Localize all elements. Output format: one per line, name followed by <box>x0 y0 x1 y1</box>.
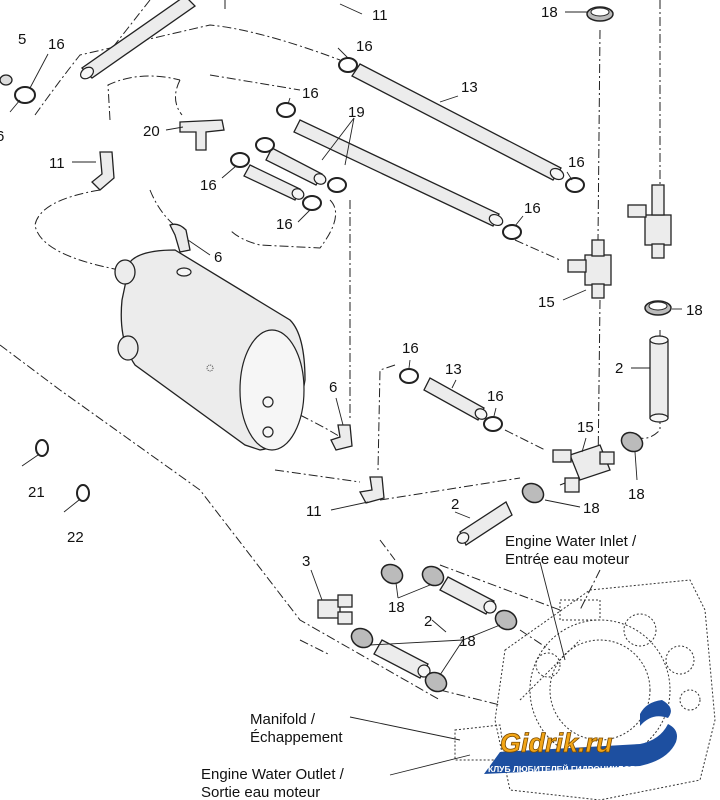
label-11-bottom: 11 <box>306 503 322 520</box>
label-18-right: 18 <box>686 302 703 319</box>
caption-manifold-fr: Échappement <box>250 729 343 746</box>
hose-2-right <box>649 335 669 423</box>
clamp-18-low-c <box>350 627 374 649</box>
clamp-16-e <box>565 177 585 193</box>
water-tank <box>114 223 306 451</box>
caption-engine-outlet-fr: Sortie eau moteur <box>201 784 320 800</box>
t-fitting-right <box>627 184 672 259</box>
elbow-11-left <box>91 151 115 191</box>
label-16-left: 16 <box>48 36 65 53</box>
clamp-18-low-b <box>421 565 445 587</box>
hoses <box>79 0 669 679</box>
label-3: 3 <box>302 553 310 570</box>
label-18-low2: 18 <box>459 633 476 650</box>
label-2-right: 2 <box>615 360 623 377</box>
label-16-g: 16 <box>402 340 419 357</box>
label-15-top: 15 <box>538 294 555 311</box>
label-18-top: 18 <box>541 4 558 21</box>
label-16-f: 16 <box>524 200 541 217</box>
label-16-b: 16 <box>302 85 319 102</box>
clamp-16-h <box>483 416 503 432</box>
y-fitting-20 <box>179 119 225 151</box>
manifold-pipe <box>454 724 506 761</box>
clamp-18-mid <box>620 431 644 453</box>
clamp-16-g <box>399 368 419 384</box>
label-21: 21 <box>28 484 45 501</box>
label-16-d: 16 <box>276 216 293 233</box>
label-11-left: 11 <box>49 155 65 172</box>
label-18-mid2: 18 <box>583 500 600 517</box>
clamp-18-top <box>586 6 614 22</box>
hose-19-b <box>265 147 327 186</box>
label-18-mid: 18 <box>628 486 645 503</box>
label-2-mid: 2 <box>451 496 459 513</box>
elbow-6-mid <box>330 424 353 451</box>
label-13-mid: 13 <box>445 361 462 378</box>
clamp-16-a <box>338 57 358 73</box>
hose-2-mid <box>456 501 513 546</box>
label-19: 19 <box>348 104 365 121</box>
clamp-18-low-d <box>494 609 518 631</box>
clamp-5 <box>0 74 13 86</box>
label-6-tank: 6 <box>214 249 222 266</box>
logo-splash-icon <box>640 700 671 726</box>
clamp-21 <box>21 439 49 467</box>
hose-13-top <box>351 63 565 181</box>
hose-long-mid <box>293 119 504 227</box>
fitting-3 <box>317 594 353 625</box>
hose-2-low-a <box>439 576 497 615</box>
label-2-low: 2 <box>424 613 432 630</box>
clamp-16-c <box>230 152 250 168</box>
hose-19-a <box>243 164 305 201</box>
label-11-top: 11 <box>372 7 388 24</box>
caption-engine-inlet-fr: Entrée eau moteur <box>505 551 629 568</box>
t-fitting-15-mid <box>552 444 615 493</box>
clamp-18-right <box>644 300 672 316</box>
caption-manifold-en: Manifold / <box>250 711 316 728</box>
clamp-16-left <box>9 86 36 113</box>
hose-13-mid <box>423 377 488 421</box>
label-20: 20 <box>143 123 160 140</box>
clamp-16-c2 <box>255 137 275 153</box>
label-6-mid: 6 <box>329 379 337 396</box>
watermark-logo: Gidrik.ru КЛУБ ЛЮБИТЕЛЕЙ ГИДРОЦИКЛОВ <box>484 700 677 774</box>
clamp-16-d <box>302 195 322 211</box>
label-22: 22 <box>67 529 84 546</box>
clamp-16-b <box>276 102 296 118</box>
label-16-h: 16 <box>487 388 504 405</box>
label-16-a: 16 <box>356 38 373 55</box>
clamp-18-mid2 <box>521 482 545 504</box>
t-fitting-15-top <box>567 239 612 299</box>
elbow-11-bottom <box>358 476 385 504</box>
clamp-18-low-a <box>380 563 404 585</box>
label-5: 5 <box>18 31 26 48</box>
hose-clamps <box>0 6 672 693</box>
logo-tagline: КЛУБ ЛЮБИТЕЛЕЙ ГИДРОЦИКЛОВ <box>488 763 636 774</box>
clamp-16-f <box>502 224 522 240</box>
hose-top-left <box>79 0 197 80</box>
captions: Engine Water Inlet / Entrée eau moteur M… <box>201 533 637 800</box>
hose-2-low-b <box>373 639 431 679</box>
routing-lines <box>0 0 661 706</box>
clamp-22 <box>63 484 90 513</box>
logo-brand: Gidrik.ru <box>500 728 613 758</box>
logo-wave-shape <box>484 724 677 774</box>
label-16-e: 16 <box>568 154 585 171</box>
caption-engine-inlet-en: Engine Water Inlet / <box>505 533 637 550</box>
caption-engine-outlet-en: Engine Water Outlet / <box>201 766 345 783</box>
label-18-low: 18 <box>388 599 405 616</box>
leader-lines <box>29 3 682 776</box>
label-6-left: 6 <box>0 128 4 145</box>
part-number-labels: 11 18 5 16 6 16 13 16 19 20 11 16 16 16 … <box>0 4 703 650</box>
label-16-c: 16 <box>200 177 217 194</box>
clamp-16-d2 <box>327 177 347 193</box>
label-13-top: 13 <box>461 79 478 96</box>
label-15-mid: 15 <box>577 419 594 436</box>
